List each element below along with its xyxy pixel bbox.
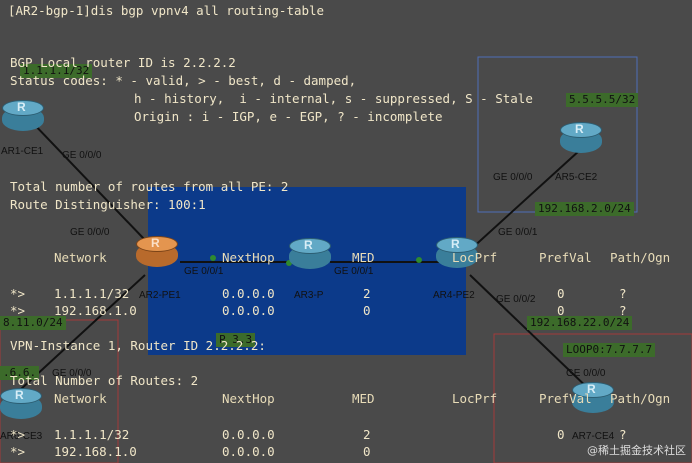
port-label-ar2-b: GE 0/0/1 <box>184 266 224 277</box>
ip-tag-ar5-net: 192.168.2.0/24 <box>535 202 634 216</box>
device-label-ar5: AR5-CE2 <box>555 172 598 183</box>
row-network: 192.168.1.0 <box>54 444 137 459</box>
row-status: *> <box>10 303 26 318</box>
mpls-region <box>148 187 466 355</box>
device-label-ar4: AR4-PE2 <box>433 290 475 301</box>
status-codes-line-2: h - history, i - internal, s - suppresse… <box>134 91 533 106</box>
row-prefval: 0 <box>557 303 565 318</box>
port-label-ar7: GE 0/0/0 <box>566 368 606 379</box>
col-header-med: MED <box>352 250 375 265</box>
local-router-id: BGP Local router ID is 2.2.2.2 <box>10 55 236 70</box>
col-header-path: Path/Ogn <box>610 250 671 265</box>
device-label-ar7: AR7-CE4 <box>572 431 615 442</box>
port-dot <box>210 255 216 261</box>
row-status: *> <box>10 444 26 459</box>
site-box-ce2 <box>477 56 638 213</box>
row-network: 192.168.1.0 <box>54 303 137 318</box>
device-label-ar6: AR6-CE3 <box>0 431 43 442</box>
row-nexthop: 0.0.0.0 <box>222 286 275 301</box>
router-ar7-icon[interactable]: R <box>572 382 614 418</box>
col-header-prefval: PrefVal <box>539 250 592 265</box>
link-pe2-ce2 <box>469 149 581 251</box>
port-label-ar6: GE 0/0/0 <box>52 368 92 379</box>
ip-tag-ar6-lo: .6.6. <box>0 366 40 380</box>
router-ar2-icon[interactable]: R <box>136 236 178 272</box>
status-codes-line-1: Status codes: * - valid, > - best, d - d… <box>10 73 357 88</box>
col-header-locprf: LocPrf <box>452 250 498 265</box>
col-header-nexthop: NextHop <box>222 250 275 265</box>
site-box-ce4 <box>493 333 692 463</box>
router-ar1-icon[interactable]: R <box>2 100 44 136</box>
device-label-ar3: AR3-P <box>294 290 324 301</box>
port-label-ar3: GE 0/0/1 <box>334 266 374 277</box>
row-med: 2 <box>363 286 371 301</box>
watermark: @稀土掘金技术社区 <box>587 444 686 457</box>
row-network: 1.1.1.1/32 <box>54 427 130 442</box>
row-nexthop: 0.0.0.0 <box>222 303 275 318</box>
row-nexthop: 0.0.0.0 <box>222 444 275 459</box>
row-prefval: 0 <box>557 286 565 301</box>
row-med: 2 <box>363 427 371 442</box>
link-pe1-ce3 <box>19 274 146 391</box>
router-ar5-icon[interactable]: R <box>560 122 602 158</box>
row-path: ? <box>619 303 627 318</box>
device-label-ar2: AR2-PE1 <box>139 290 181 301</box>
ip-tag-ar1: 1.1.1.1/32 <box>20 64 93 78</box>
row-med: 0 <box>363 303 371 318</box>
command-prompt: [AR2-bgp-1]dis bgp vpnv4 all routing-tab… <box>8 3 325 18</box>
port-label-ar4-b: GE 0/0/2 <box>496 294 536 305</box>
total-routes-pe: Total number of routes from all PE: 2 <box>10 179 289 194</box>
col-header-network: Network <box>54 391 107 406</box>
ip-tag-ar6-net: 8.11.0/24 <box>0 316 66 330</box>
col-header-path: Path/Ogn <box>610 391 671 406</box>
device-label-ar1: AR1-CE1 <box>1 146 44 157</box>
row-nexthop: 0.0.0.0 <box>222 427 275 442</box>
row-med: 0 <box>363 444 371 459</box>
router-ar4-icon[interactable]: R <box>436 237 478 273</box>
route-distinguisher: Route Distinguisher: 100:1 <box>10 197 206 212</box>
ip-tag-ar4-net: 192.168.22.0/24 <box>527 316 633 330</box>
router-ar3-icon[interactable]: R <box>289 238 331 274</box>
ip-tag-ar7-lo: LOOP0:7.7.7.7 <box>563 343 656 357</box>
row-path: ? <box>619 286 627 301</box>
col-header-nexthop: NextHop <box>222 391 275 406</box>
link-ce1-pe1 <box>29 119 146 241</box>
row-path: ? <box>619 427 627 442</box>
origin-codes-line: Origin : i - IGP, e - EGP, ? - incomplet… <box>134 109 443 124</box>
ip-tag-p: P 3.3 <box>216 333 256 347</box>
port-label-ar5: GE 0/0/0 <box>493 172 533 183</box>
col-header-prefval: PrefVal <box>539 391 592 406</box>
port-label-ar4-a: GE 0/0/1 <box>498 227 538 238</box>
ip-tag-ar5: 5.5.5.5/32 <box>566 93 639 107</box>
port-label-ar2-a: GE 0/0/0 <box>70 227 110 238</box>
row-status: *> <box>10 427 26 442</box>
col-header-med: MED <box>352 391 375 406</box>
row-prefval: 0 <box>557 427 565 442</box>
col-header-locprf: LocPrf <box>452 391 498 406</box>
router-ar6-icon[interactable]: R <box>0 388 42 424</box>
row-network: 1.1.1.1/32 <box>54 286 130 301</box>
link-pe2-ce4 <box>469 274 596 396</box>
port-label-ar1: GE 0/0/0 <box>62 150 102 161</box>
total-routes-vpn: Total Number of Routes: 2 <box>10 373 199 388</box>
row-status: *> <box>10 286 26 301</box>
vpn-instance-line: VPN-Instance 1, Router ID 2.2.2.2: <box>10 338 266 353</box>
port-dot <box>416 257 422 263</box>
col-header-network: Network <box>54 250 107 265</box>
